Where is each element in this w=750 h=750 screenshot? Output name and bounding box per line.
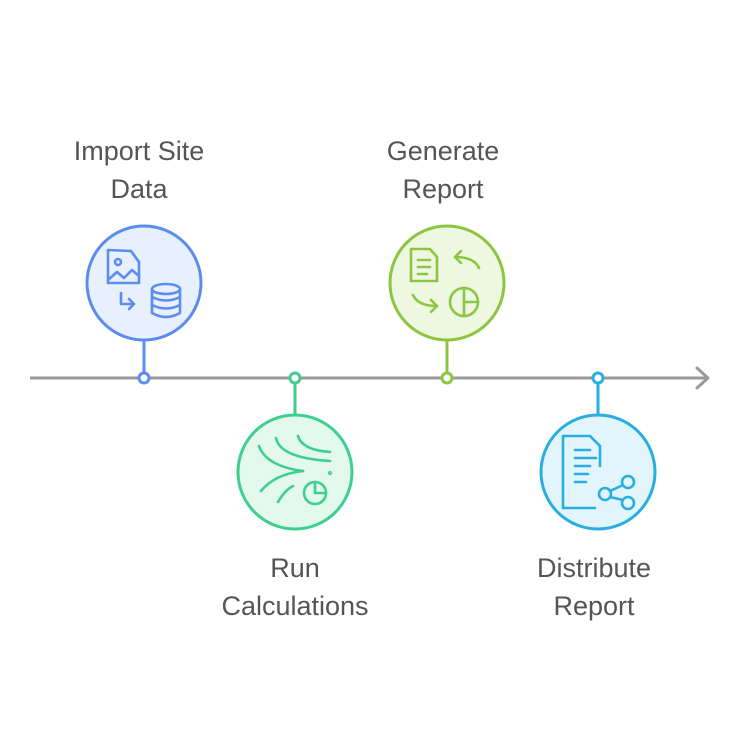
timeline-node bbox=[440, 371, 454, 385]
step-label-run-calculations: Run Calculations bbox=[195, 549, 395, 625]
label-line-1: Run bbox=[270, 553, 320, 583]
step-circle bbox=[85, 224, 203, 342]
step-generate-report[interactable] bbox=[388, 224, 506, 385]
step-distribute-report[interactable] bbox=[539, 371, 657, 531]
label-line-2: Calculations bbox=[221, 591, 369, 621]
label-line-2: Report bbox=[402, 174, 484, 204]
step-circle bbox=[539, 413, 657, 531]
step-circle bbox=[388, 224, 506, 342]
step-label-import-site-data: Import Site Data bbox=[39, 132, 239, 208]
flow-to-chart-icon bbox=[257, 434, 333, 506]
timeline-node bbox=[591, 371, 605, 385]
arrow-head-icon bbox=[695, 366, 710, 390]
document-share-icon bbox=[561, 434, 636, 511]
step-import-site-data[interactable] bbox=[85, 224, 203, 385]
label-line-1: Distribute bbox=[536, 553, 652, 583]
step-label-distribute-report: Distribute Report bbox=[494, 549, 694, 625]
step-run-calculations[interactable] bbox=[236, 371, 354, 531]
label-line-2: Report bbox=[553, 591, 635, 621]
document-exchange-chart-icon bbox=[409, 247, 481, 318]
timeline-node bbox=[137, 371, 151, 385]
timeline-node bbox=[288, 371, 302, 385]
label-line-1: Generate bbox=[386, 136, 500, 166]
label-line-1: Import Site bbox=[73, 136, 205, 166]
image-to-database-icon bbox=[106, 248, 182, 319]
step-label-generate-report: Generate Report bbox=[343, 132, 543, 208]
label-line-2: Data bbox=[110, 174, 168, 204]
